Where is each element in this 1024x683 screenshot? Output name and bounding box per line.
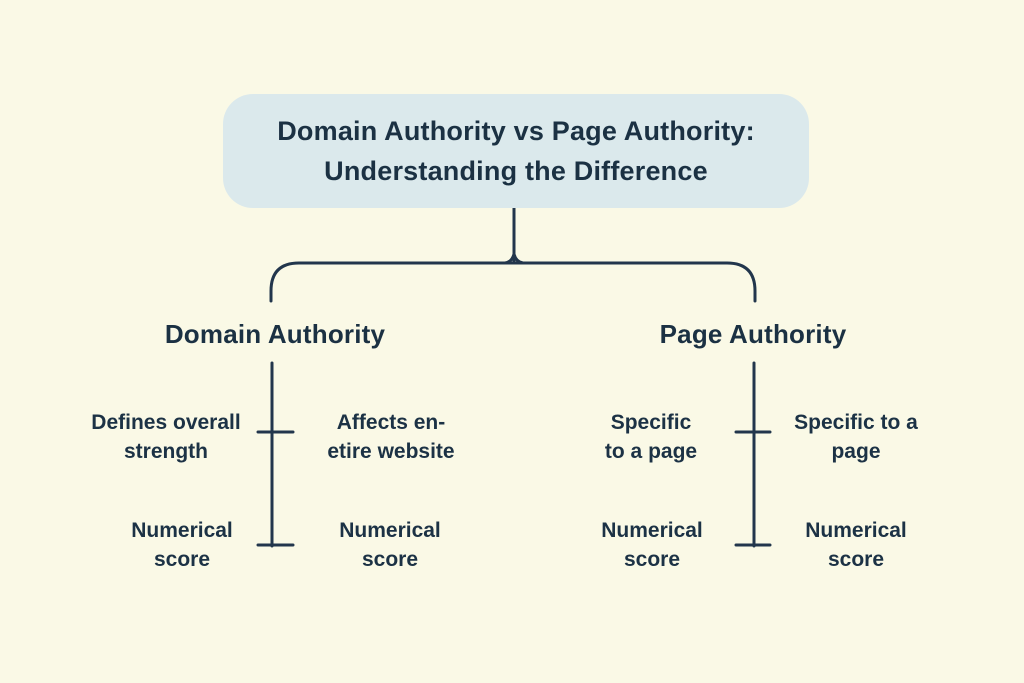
bracket-center-fillet: [503, 252, 525, 265]
page-point-numerical-score-left: Numerical score: [601, 519, 703, 571]
bracket-line: [269, 261, 757, 303]
page-point-specific-to-a-page-right: Specific to a page: [794, 411, 918, 463]
title-box: Domain Authority vs Page Authority: Unde…: [223, 94, 809, 208]
connector-group: [256, 206, 772, 548]
page-point-numerical-score-right: Numerical score: [805, 519, 907, 571]
branch-heading-page-authority: Page Authority: [659, 319, 847, 349]
title-text: Domain Authority vs Page Authority: Unde…: [277, 116, 755, 186]
domain-point-numerical-score-left: Numerical score: [131, 519, 233, 571]
domain-point-affects-entire-website: Affects en- etire website: [327, 411, 455, 463]
page-point-specific-to-a-page-left: Specific to a page: [604, 411, 698, 463]
domain-point-numerical-score-right: Numerical score: [339, 519, 441, 571]
branch-heading-domain-authority: Domain Authority: [164, 319, 386, 349]
domain-point-defines-overall-strength: Defines overall strength: [91, 411, 241, 463]
